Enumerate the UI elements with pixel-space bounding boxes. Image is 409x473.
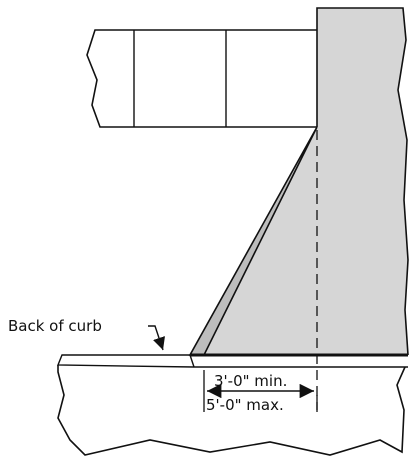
back-of-curb-leader (148, 325, 165, 351)
max-dimension-label: 5'-0" max. (206, 396, 284, 414)
road-block-top (86, 29, 317, 128)
back-of-curb-label: Back of curb (8, 317, 102, 335)
shaded-area-break-line (316, 7, 409, 356)
curb-end-tick (189, 354, 195, 368)
road-block-bottom (57, 365, 406, 456)
curb-strip (56, 354, 408, 368)
min-dimension-label: 3'-0" min. (214, 372, 287, 390)
